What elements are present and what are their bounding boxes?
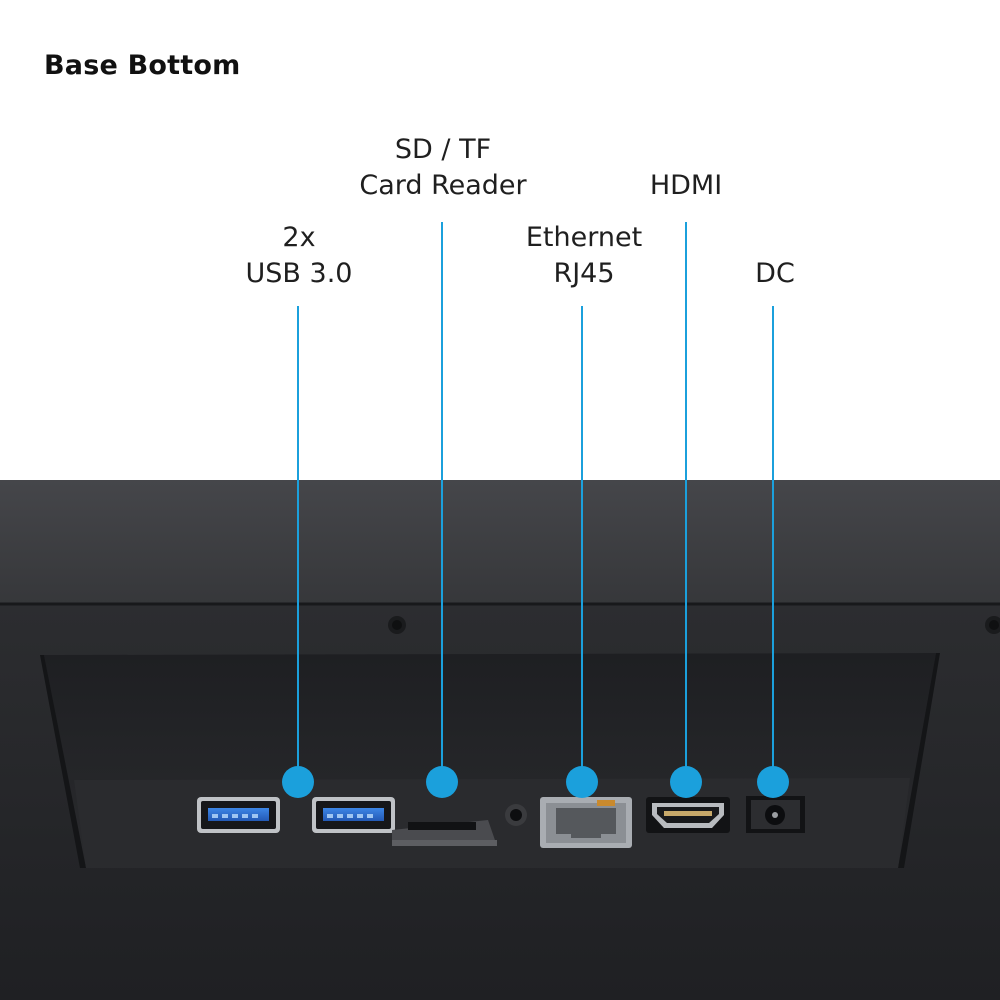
dc-leader-line bbox=[772, 306, 774, 782]
page-title: Base Bottom bbox=[44, 50, 241, 81]
ethernet-callout-label: Ethernet RJ45 bbox=[464, 220, 704, 292]
device-top-surface bbox=[0, 480, 1000, 605]
hdmi-callout-dot bbox=[670, 766, 702, 798]
screw-left bbox=[388, 616, 406, 634]
dc-callout-dot bbox=[757, 766, 789, 798]
ethernet-callout-dot bbox=[566, 766, 598, 798]
usb-label-line-2: USB 3.0 bbox=[245, 258, 353, 289]
hdmi-port-icon bbox=[646, 797, 730, 833]
ethernet-port-icon bbox=[540, 797, 632, 848]
device-base-photo bbox=[0, 480, 1000, 1000]
usb-callout-label: 2x USB 3.0 bbox=[179, 220, 419, 292]
sd-card-label-line-2: Card Reader bbox=[359, 170, 527, 201]
hdmi-callout-label: HDMI bbox=[566, 168, 806, 204]
sd-card-label-line-1: SD / TF bbox=[394, 134, 492, 165]
usb-label-line-1: 2x bbox=[282, 222, 316, 253]
dc-power-jack-icon bbox=[746, 796, 805, 833]
ethernet-leader-line bbox=[581, 306, 583, 782]
ethernet-label-line-1: Ethernet bbox=[525, 222, 643, 253]
usb-leader-line bbox=[297, 306, 299, 782]
sd-card-callout-dot bbox=[426, 766, 458, 798]
ethernet-label-line-2: RJ45 bbox=[553, 258, 615, 289]
sd-card-leader-line bbox=[441, 222, 443, 782]
sd-card-slot-icon bbox=[392, 820, 497, 846]
hdmi-label-line-1: HDMI bbox=[649, 170, 723, 201]
sd-card-callout-label: SD / TF Card Reader bbox=[323, 132, 563, 204]
screw-right bbox=[985, 616, 1000, 634]
audio-jack-icon bbox=[505, 804, 527, 826]
usb-port-1-icon bbox=[197, 797, 280, 833]
dc-callout-label: DC bbox=[655, 256, 895, 292]
hdmi-leader-line bbox=[685, 222, 687, 782]
usb-callout-dot bbox=[282, 766, 314, 798]
usb-port-2-icon bbox=[312, 797, 395, 833]
dc-label-line-1: DC bbox=[755, 258, 795, 289]
